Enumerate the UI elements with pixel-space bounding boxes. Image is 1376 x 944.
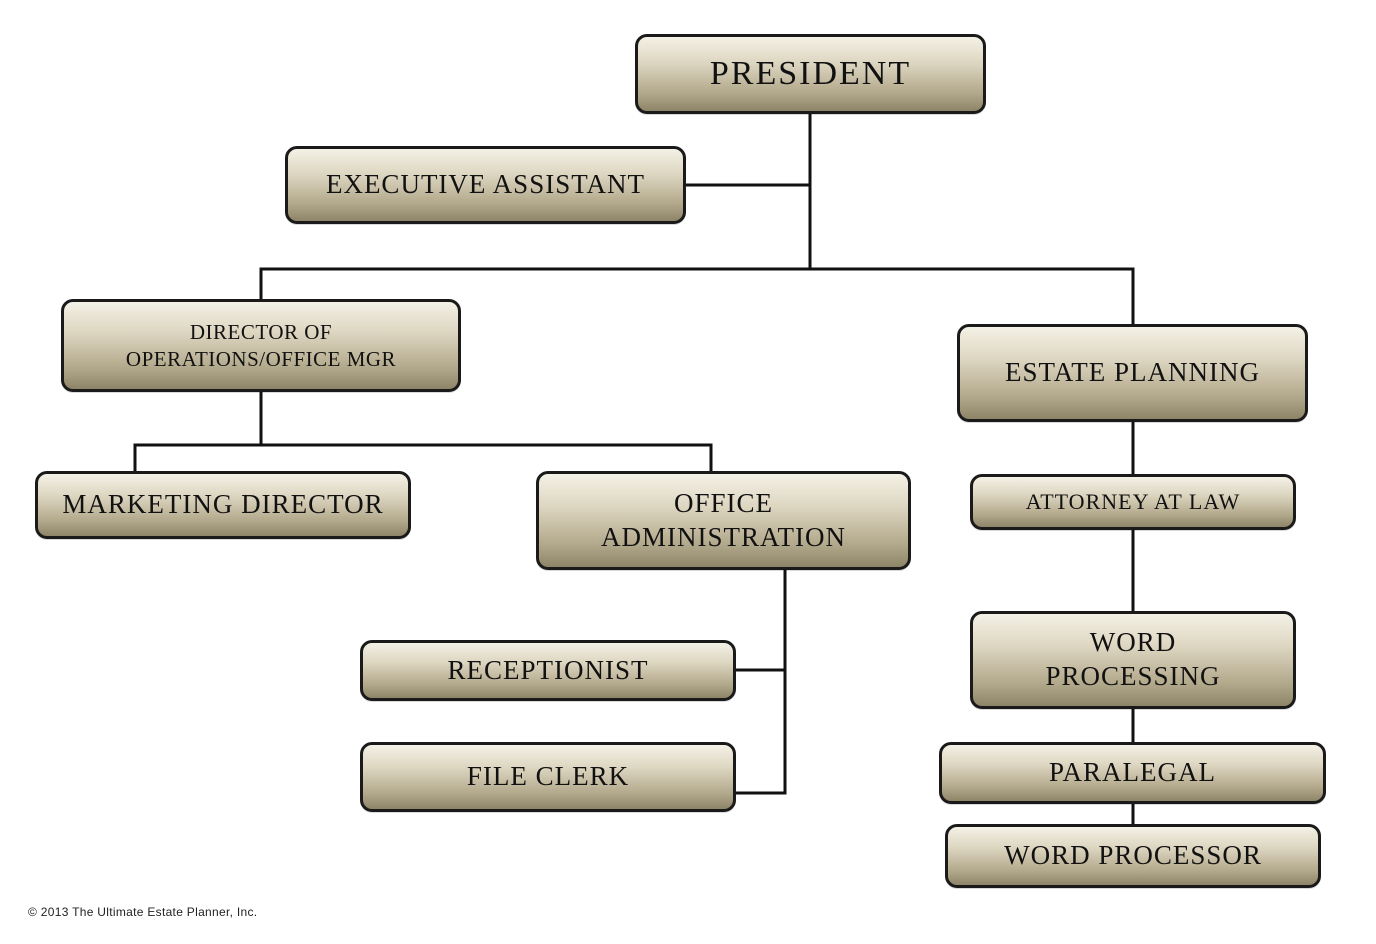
estate-planning-box: ESTATE PLANNING (957, 324, 1308, 422)
file-clerk-label: FILE CLERK (466, 761, 630, 792)
director-operations-box: DIRECTOR OF OPERATIONS/OFFICE MGR (61, 299, 461, 392)
word-processing-label-line2: PROCESSING (1045, 661, 1221, 691)
receptionist-label: RECEPTIONIST (447, 654, 649, 685)
office-administration-label-line1: OFFICE (673, 487, 774, 518)
paralegal-label: PARALEGAL (1048, 757, 1217, 788)
executive-assistant-label: EXECUTIVE ASSISTANT (325, 169, 646, 200)
paralegal-box: PARALEGAL (939, 742, 1326, 804)
attorney-at-law-box: ATTORNEY AT LAW (970, 474, 1296, 530)
director-operations-label-line1: DIRECTOR OF (189, 320, 333, 345)
word-processing-box: WORD PROCESSING (970, 611, 1296, 709)
office-administration-label-line2: ADMINISTRATION (601, 521, 846, 552)
estate-planning-label: ESTATE PLANNING (1004, 357, 1261, 388)
president-box: PRESIDENT (635, 34, 986, 114)
marketing-director-box: MARKETING DIRECTOR (35, 471, 411, 539)
copyright-notice: © 2013 The Ultimate Estate Planner, Inc. (28, 905, 258, 919)
attorney-at-law-label: ATTORNEY AT LAW (1025, 489, 1241, 515)
receptionist-box: RECEPTIONIST (360, 640, 736, 701)
executive-assistant-box: EXECUTIVE ASSISTANT (285, 146, 686, 224)
marketing-director-label: MARKETING DIRECTOR (62, 489, 384, 520)
director-operations-label-line2: OPERATIONS/OFFICE MGR (125, 346, 397, 371)
president-label: PRESIDENT (709, 54, 912, 92)
word-processor-box: WORD PROCESSOR (945, 824, 1321, 888)
file-clerk-box: FILE CLERK (360, 742, 736, 812)
word-processor-label: WORD PROCESSOR (1004, 840, 1262, 871)
office-administration-box: OFFICE ADMINISTRATION (536, 471, 911, 570)
word-processing-label-line1: WORD (1089, 627, 1177, 658)
